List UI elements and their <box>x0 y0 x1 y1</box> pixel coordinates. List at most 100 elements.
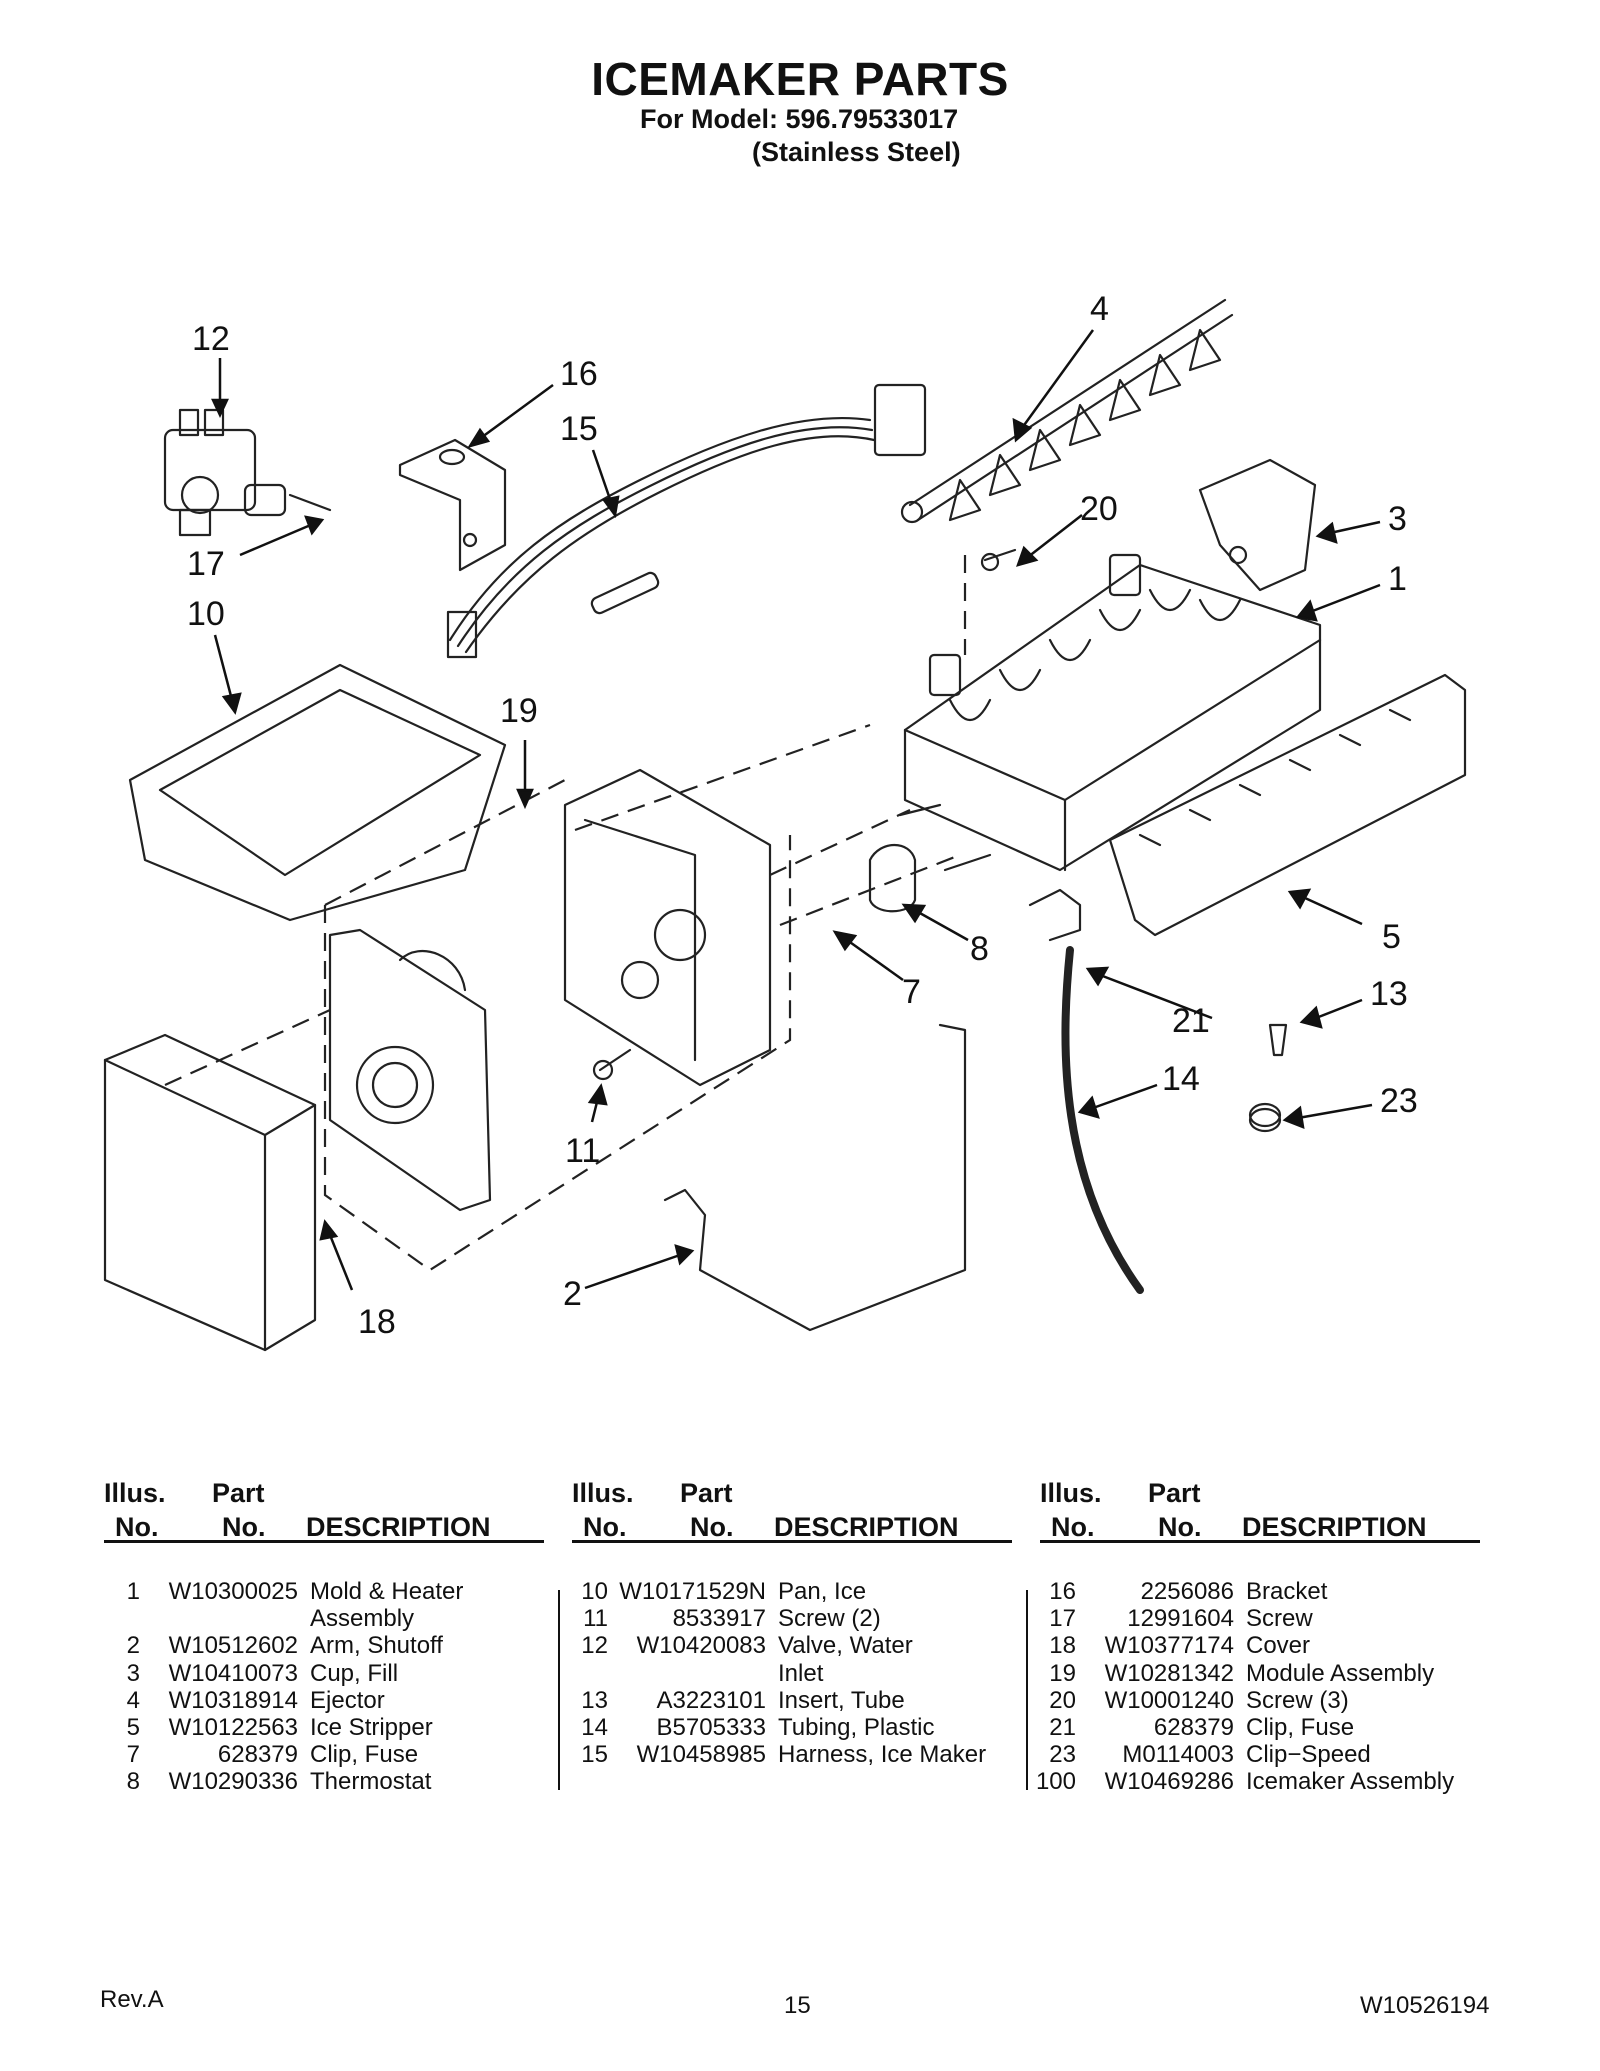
header-illus: Illus. <box>572 1478 634 1508</box>
part-description: Clip−Speed <box>1246 1741 1371 1769</box>
callout-23: 23 <box>1380 1082 1418 1120</box>
illus-number: 13 <box>581 1686 608 1714</box>
part-number: W10420083 <box>636 1632 766 1660</box>
part-number: W10512602 <box>168 1632 298 1660</box>
part-number: 2256086 <box>1140 1578 1234 1605</box>
header-rule <box>104 1540 544 1543</box>
tube-insert-drawing <box>1268 1023 1288 1057</box>
illus-number: 2 <box>126 1632 140 1660</box>
ice-stripper-drawing <box>1108 673 1467 937</box>
part-number: W10171529N <box>619 1578 766 1605</box>
part-description: Bracket <box>1246 1578 1328 1605</box>
illus-number: 1 <box>126 1578 140 1605</box>
part-description: Module Assembly <box>1246 1659 1435 1687</box>
shutoff-arm-drawing <box>663 1023 967 1332</box>
header-description: DESCRIPTION <box>306 1512 491 1542</box>
header-illus-no: No. <box>115 1512 159 1542</box>
part-number: 12991604 <box>1127 1605 1234 1633</box>
header-rule <box>572 1540 1012 1543</box>
exploded-parts-diagram: 12 16 15 4 20 3 1 17 10 19 5 8 7 21 13 1… <box>103 290 1467 1352</box>
speed-clip-drawing <box>1248 1102 1282 1133</box>
illus-number: 7 <box>126 1741 140 1769</box>
header-part-no: No. <box>1158 1512 1202 1542</box>
part-description: Tubing, Plastic <box>778 1714 935 1741</box>
part-number: W10318914 <box>168 1686 298 1714</box>
part-number: W10001240 <box>1104 1686 1234 1714</box>
header-description: DESCRIPTION <box>1242 1512 1427 1542</box>
fill-cup-drawing <box>1198 458 1317 592</box>
bracket-drawing <box>398 438 507 572</box>
document-number: W10526194 <box>1360 1992 1490 2019</box>
callout-2: 2 <box>563 1275 582 1313</box>
part-description: Cup, Fill <box>310 1659 399 1687</box>
callout-20: 20 <box>1080 490 1118 528</box>
illus-number: 3 <box>126 1659 140 1687</box>
part-number: M0114003 <box>1122 1741 1234 1769</box>
page-number: 15 <box>784 1992 811 2019</box>
callout-17: 17 <box>187 545 225 583</box>
illus-number: 20 <box>1049 1686 1076 1714</box>
header-illus-no: No. <box>583 1512 627 1542</box>
part-number: W10458985 <box>636 1741 766 1769</box>
callout-3: 3 <box>1388 500 1407 538</box>
part-description: Pan, Ice <box>778 1578 867 1605</box>
part-number: 8533917 <box>672 1605 766 1633</box>
callout-8: 8 <box>970 930 989 968</box>
part-description: Cover <box>1246 1632 1311 1660</box>
part-description: Harness, Ice Maker <box>778 1741 987 1769</box>
part-description: Valve, Water <box>778 1632 913 1660</box>
part-number: W10469286 <box>1104 1768 1234 1796</box>
part-description: Clip, Fuse <box>1246 1714 1355 1741</box>
callout-15: 15 <box>560 410 598 448</box>
part-number: W10410073 <box>168 1659 298 1687</box>
illus-number: 16 <box>1049 1578 1076 1605</box>
header-part-no: No. <box>690 1512 734 1542</box>
illus-number: 5 <box>126 1714 140 1741</box>
tubing-drawing <box>1061 946 1144 1294</box>
illus-number: 4 <box>126 1686 140 1714</box>
callout-13: 13 <box>1370 975 1408 1013</box>
illus-number: 14 <box>581 1714 608 1741</box>
callout-10: 10 <box>187 595 225 633</box>
part-description: Ejector <box>310 1686 385 1714</box>
module-assembly-drawing <box>563 768 992 1087</box>
part-description: Ice Stripper <box>310 1714 433 1741</box>
illus-number: 19 <box>1049 1659 1076 1687</box>
harness-drawing <box>446 383 927 659</box>
part-number: W10122563 <box>168 1714 298 1741</box>
part-number: W10300025 <box>168 1578 298 1605</box>
part-number: 628379 <box>1153 1714 1234 1741</box>
callout-5: 5 <box>1382 918 1401 956</box>
column-divider <box>558 1590 560 1790</box>
water-valve-drawing <box>163 408 332 537</box>
illus-number: 8 <box>126 1768 140 1796</box>
part-number: W10281342 <box>1104 1659 1234 1687</box>
illus-number: 17 <box>1049 1605 1076 1633</box>
illus-number: 21 <box>1049 1714 1076 1741</box>
screws-drawing <box>592 548 1017 1081</box>
header-part-no: No. <box>222 1512 266 1542</box>
illus-number: 12 <box>581 1632 608 1660</box>
header-illus-no: No. <box>1051 1512 1095 1542</box>
callout-4: 4 <box>1090 290 1109 328</box>
callout-7: 7 <box>902 973 921 1011</box>
fuse-clip-drawing <box>1028 888 1082 942</box>
part-description: Assembly <box>310 1605 415 1633</box>
header-part: Part <box>1148 1478 1201 1508</box>
callout-16: 16 <box>560 355 598 393</box>
cover-drawing <box>103 1033 317 1352</box>
part-description: Insert, Tube <box>778 1686 905 1714</box>
header-rule <box>1040 1540 1480 1543</box>
header-illus: Illus. <box>104 1478 166 1508</box>
ice-pan-drawing <box>128 663 507 922</box>
part-number: 628379 <box>217 1741 298 1769</box>
part-description: Arm, Shutoff <box>310 1632 443 1660</box>
callout-11: 11 <box>565 1132 600 1170</box>
ejector-drawing <box>900 298 1234 524</box>
callout-18: 18 <box>358 1303 396 1341</box>
illus-number: 18 <box>1049 1632 1076 1660</box>
callout-21: 21 <box>1172 1002 1210 1040</box>
part-description: Clip, Fuse <box>310 1741 419 1769</box>
model-line: For Model: 596.79533017 <box>640 104 959 134</box>
callout-19: 19 <box>500 692 538 730</box>
